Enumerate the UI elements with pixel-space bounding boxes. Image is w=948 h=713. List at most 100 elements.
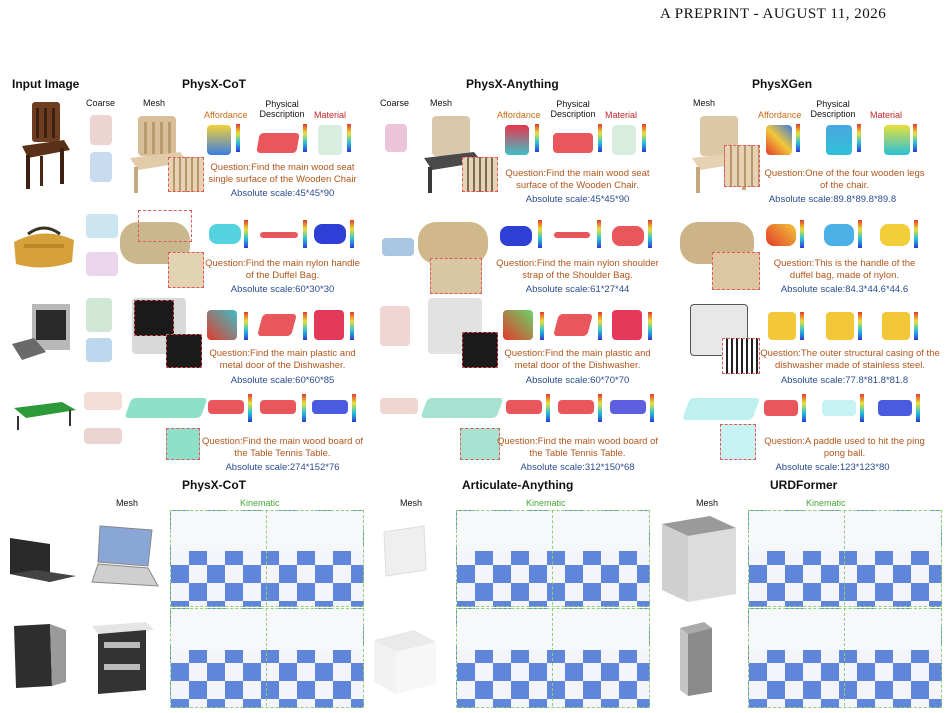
coarse-chair-1 [90, 115, 112, 145]
mesh-label: Mesh [143, 98, 166, 108]
kinematic-divider-4 [266, 608, 267, 706]
coarse-chair-any [385, 124, 407, 152]
affordance-render-table [208, 400, 244, 414]
method-title-physxgen: PhysXGen [752, 77, 813, 91]
material-label-2: Material [605, 110, 638, 120]
affordance-render-bag [209, 224, 241, 244]
coarse-label: Coarse [86, 98, 116, 108]
scale-any-row1: Absolute scale:45*45*90 [525, 194, 630, 205]
question-any-row3: Question:Find the main plastic and metal… [504, 348, 651, 371]
colorbar-physical-table [302, 394, 306, 422]
zoom-inset-chair [168, 157, 204, 192]
mesh-table-any [420, 398, 504, 418]
colorbar-physical-table-any [598, 394, 602, 422]
physical-render-chair-any [553, 133, 593, 153]
scale-cot-row4: Absolute scale:274*152*76 [225, 462, 340, 473]
coarse-dishwasher-any [380, 306, 410, 346]
input-bag-image [14, 226, 74, 268]
affordance-render-chair-gen [766, 125, 792, 155]
mesh-label-b2: Mesh [400, 498, 423, 508]
mesh-label-b1: Mesh [116, 498, 139, 508]
affordance-render-chair [207, 125, 231, 155]
question-gen-row3: Question:The outer structural casing of … [760, 348, 940, 371]
physical-render-dishwasher-any [553, 314, 593, 336]
scale-cot-row3: Absolute scale:60*60*85 [230, 375, 335, 386]
mesh-laptop [91, 525, 159, 587]
scale-any-row4: Absolute scale:312*150*68 [520, 462, 635, 473]
affordance-render-bag-gen [766, 224, 796, 246]
kinematic-divider-2 [552, 510, 553, 605]
colorbar-affordance-bag-any [538, 220, 542, 248]
colorbar-affordance-bag [244, 220, 248, 248]
mesh-table-gen [681, 398, 761, 420]
zoom-inset-dishwasher-gen [722, 338, 760, 374]
scale-cot-row2: Absolute scale:60*30*30 [230, 284, 335, 295]
zoom-inset-bag-any [430, 258, 482, 294]
physical-render-bag-gen [824, 224, 854, 246]
question-gen-row4: Question:A paddle used to hit the ping p… [764, 436, 925, 459]
input-laptop-image [10, 538, 76, 582]
coarse-bag-any [382, 238, 414, 256]
coarse-label-2: Coarse [380, 98, 410, 108]
colorbar-physical [303, 124, 307, 152]
material-render-table-any [610, 400, 646, 414]
zoom-inset-dishwasher-1 [134, 300, 174, 336]
mesh-box-urdf [680, 622, 712, 696]
scale-any-row2: Absolute scale:61*27*44 [525, 284, 630, 295]
material-render-chair [318, 125, 342, 155]
colorbar-affordance [236, 124, 240, 152]
material-render-bag [314, 224, 346, 244]
zoom-inset-chair-any [462, 157, 498, 192]
physical-render-dishwasher-gen [826, 312, 854, 340]
physical-render-chair [256, 133, 300, 153]
mesh-table [124, 398, 208, 418]
question-any-row1: Question:Find the main wood seat surface… [505, 168, 650, 191]
kinematic-divider-5 [552, 608, 553, 706]
affordance-render-dishwasher-gen [768, 312, 796, 340]
question-cot-row1: Question:Find the main wood seat single … [208, 162, 357, 185]
coarse-table-1 [84, 392, 122, 410]
kinematic-label-b2: Kinematic [526, 498, 566, 508]
kinematic-panel-urdf-2 [748, 608, 942, 708]
zoom-inset-dishwasher-any [462, 332, 498, 368]
scale-gen-row3: Absolute scale:77.8*81.8*81.8 [780, 375, 909, 386]
zoom-inset-dishwasher-2 [166, 334, 202, 368]
kinematic-panel-aa-1 [456, 510, 650, 607]
input-table-image [14, 402, 76, 430]
coarse-table-2 [84, 428, 122, 444]
method-title-physx-cot-kinematic: PhysX-CoT [182, 478, 247, 492]
material-render-dishwasher-gen [882, 312, 910, 340]
zoom-inset-bag-gen [712, 252, 760, 290]
physical-render-table-gen [822, 400, 856, 416]
mesh-label-b3: Mesh [696, 498, 719, 508]
method-title-articulate-anything: Articulate-Anything [462, 478, 574, 492]
affordance-render-table-gen [764, 400, 798, 416]
material-render-table-gen [878, 400, 912, 416]
material-render-bag-gen [880, 224, 910, 246]
coarse-table-any [380, 398, 418, 414]
colorbar-material-gen [913, 124, 917, 152]
question-cot-row3: Question:Find the main plastic and metal… [209, 348, 356, 371]
colorbar-affordance-dishwasher [244, 312, 248, 340]
colorbar-physical-bag-any [597, 220, 601, 248]
physical-render-dishwasher [257, 314, 297, 336]
colorbar-physical-bag-gen [858, 220, 862, 248]
physical-render-bag-any [554, 232, 590, 238]
mesh-cabinet [92, 622, 154, 694]
colorbar-material [347, 124, 351, 152]
coarse-dishwasher-1 [86, 298, 112, 332]
colorbar-material-any [642, 124, 646, 152]
colorbar-material-table-any [650, 394, 654, 422]
coarse-dishwasher-2 [86, 338, 112, 362]
kinematic-panel-aa-2 [456, 608, 650, 708]
material-render-dishwasher-any [612, 310, 642, 340]
material-render-table [312, 400, 348, 414]
coarse-bag-2 [86, 252, 118, 276]
affordance-label-3: Affordance [758, 110, 802, 120]
scale-gen-row2: Absolute scale:84.3*44.6*44.6 [780, 284, 909, 295]
colorbar-affordance-any [535, 124, 539, 152]
input-dishwasher-image [12, 304, 70, 360]
material-render-bag-any [612, 226, 644, 246]
